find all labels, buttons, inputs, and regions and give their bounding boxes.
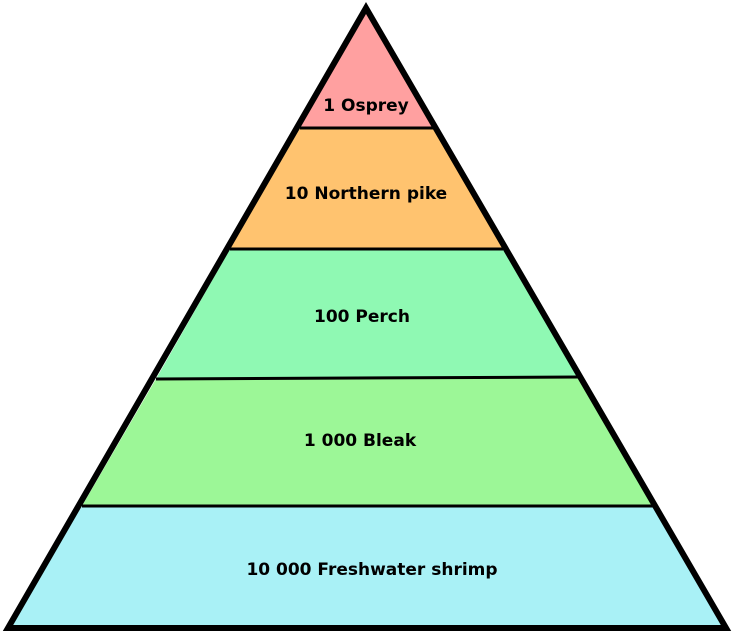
pyramid-level-bleak xyxy=(82,377,654,506)
level-label-northern-pike: 10 Northern pike xyxy=(285,184,447,204)
level-label-freshwater-shrimp: 10 000 Freshwater shrimp xyxy=(246,560,497,580)
level-label-osprey: 1 Osprey xyxy=(323,96,408,116)
pyramid-level-perch xyxy=(156,249,579,379)
pyramid-level-freshwater-shrimp xyxy=(8,506,726,628)
pyramid-level-northern-pike xyxy=(230,128,503,249)
level-label-bleak: 1 000 Bleak xyxy=(304,431,417,451)
pyramid-level-osprey xyxy=(300,8,434,128)
divider-line xyxy=(155,375,580,381)
level-label-perch: 100 Perch xyxy=(314,307,410,327)
